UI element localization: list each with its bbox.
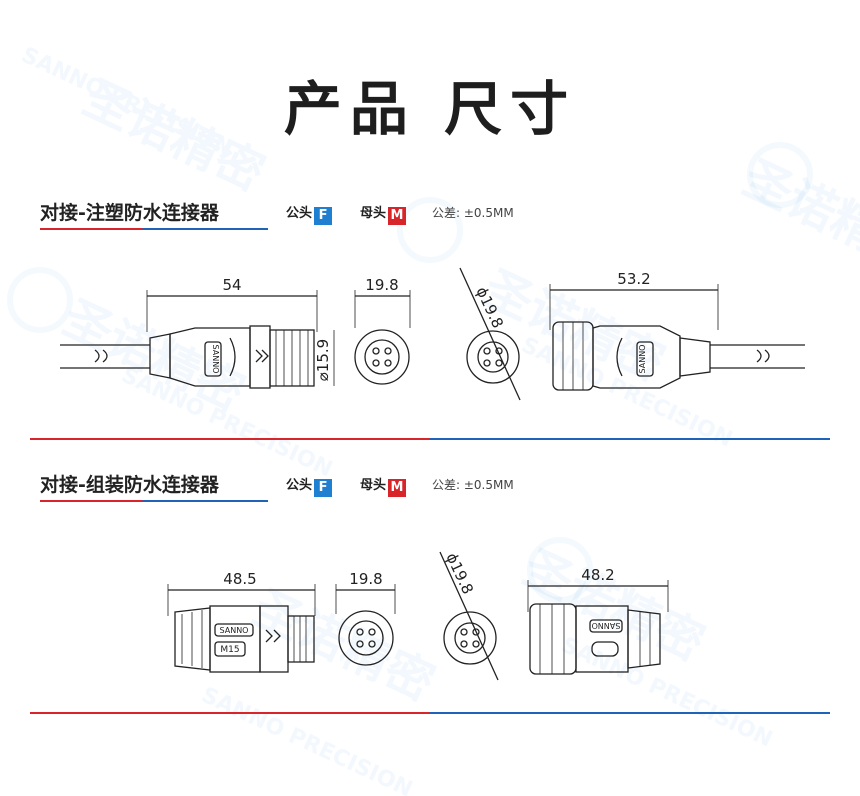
male-2-part-text: SANNO xyxy=(220,626,249,635)
dim-label-length-female-2: 48.2 xyxy=(581,566,614,584)
female-cable xyxy=(710,344,805,369)
male-strain-relief xyxy=(149,333,171,379)
section-1-female-badge: M xyxy=(388,207,407,225)
dim-label-length-male-2: 48.5 xyxy=(223,570,256,588)
dim-label-width-front: 19.8 xyxy=(365,276,398,294)
section-1-female-label: 母头 xyxy=(360,206,387,221)
section-2-underline xyxy=(40,500,268,502)
front-view-circle-outer xyxy=(354,329,410,385)
female-part-text: SANNO xyxy=(638,345,647,374)
section-2-female-badge: M xyxy=(388,479,407,497)
page-title: 产品 尺寸 xyxy=(283,75,577,143)
female-2-body xyxy=(575,605,629,673)
male-part-text: SANNO xyxy=(211,345,220,374)
front-view-4-circle-outer xyxy=(443,611,497,665)
dim-label-length-male: 54 xyxy=(222,276,241,294)
section-2-female-label: 母头 xyxy=(360,478,387,493)
section-2-male-label: 公头 xyxy=(286,478,313,493)
section-1-title: 对接-注塑防水连接器 xyxy=(40,202,219,224)
dim-label-length-female: 53.2 xyxy=(617,270,650,288)
dim-line-diameter xyxy=(459,267,521,401)
section-1-male-badge: F xyxy=(314,207,333,225)
front-view-2-circle-outer xyxy=(466,330,520,384)
divider-1 xyxy=(30,438,830,440)
male-body xyxy=(169,327,251,387)
male-2-cap xyxy=(174,607,211,671)
female-2-part-text: SANNO xyxy=(592,621,621,630)
dim-label-circle-dia-2: ϕ19.8 xyxy=(442,550,477,597)
female-2-nut xyxy=(529,603,577,675)
male-cable xyxy=(60,344,150,369)
male-2-ring xyxy=(259,605,289,673)
dim-line-diameter-b xyxy=(439,551,499,681)
divider-2 xyxy=(30,712,830,714)
male-2-body xyxy=(209,605,261,673)
section-1-drawings: 54 ⌀15.9 19.8 ϕ19.8 53.2 SANNO SANNO xyxy=(60,267,805,401)
section-2-male-badge: F xyxy=(314,479,333,497)
dim-label-thread-dia: ⌀15.9 xyxy=(314,339,332,381)
front-view-3-circle-outer xyxy=(338,610,394,666)
dim-label-width-front-2: 19.8 xyxy=(349,570,382,588)
section-2-drawings: 48.5 19.8 ϕ19.8 48.2 SANNO M15 SANNO xyxy=(167,550,669,681)
section-2-tolerance: 公差: ±0.5MM xyxy=(432,478,514,492)
section-1-male-label: 公头 xyxy=(286,206,313,221)
section-2-title: 对接-组装防水连接器 xyxy=(40,474,219,496)
female-body xyxy=(592,325,681,389)
female-2-cap xyxy=(627,609,661,669)
section-1-underline xyxy=(40,228,268,230)
female-strain-relief xyxy=(679,337,711,377)
watermark-logo-2 xyxy=(747,142,813,208)
section-1-tolerance: 公差: ±0.5MM xyxy=(432,206,514,220)
male-2-part-text-2: M15 xyxy=(220,645,239,655)
male-2-thread xyxy=(287,615,315,663)
watermark-brand-en-6: SANNO PRECISION xyxy=(197,683,416,796)
